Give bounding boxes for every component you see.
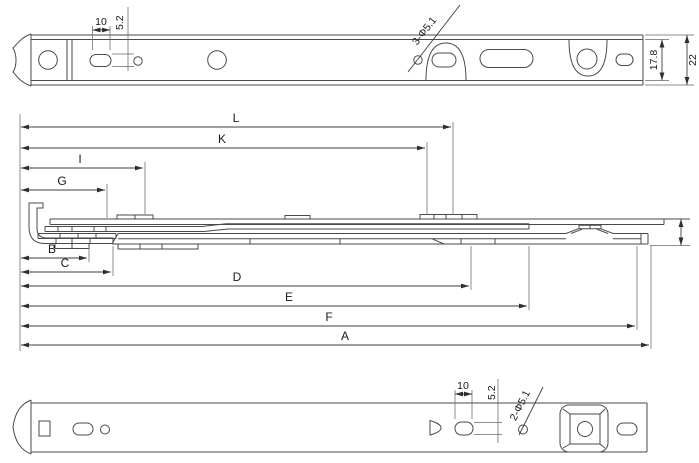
dim-K: K xyxy=(218,132,226,146)
rail-outline xyxy=(31,402,648,453)
bottom-view-rail xyxy=(12,399,648,455)
dim-outer-height: 22 xyxy=(687,54,699,66)
square-washer-plate xyxy=(559,404,609,453)
dim-I: I xyxy=(78,152,81,166)
dim-slot-length: 10 xyxy=(457,380,469,392)
lower-arm-bar xyxy=(111,224,649,245)
mounting-hole xyxy=(38,50,58,70)
dim-A: A xyxy=(341,329,349,343)
stamped-dome xyxy=(425,42,467,81)
washer-chamfers xyxy=(562,408,606,449)
small-hole xyxy=(413,55,423,65)
hole-callout: 2-Φ5.1 xyxy=(508,388,533,422)
small-oval-slot xyxy=(615,53,634,66)
rail-inner-edges xyxy=(31,39,643,81)
top-view-dimensions: 10 5.2 3-Φ5.1 17.8 22 xyxy=(92,4,699,86)
dimension-lines xyxy=(21,124,684,348)
extension-lines xyxy=(92,7,694,86)
dim-C: C xyxy=(61,256,70,270)
top-view-rail xyxy=(12,33,644,87)
small-oval-slot xyxy=(616,422,638,436)
oval-slot xyxy=(72,422,94,436)
d-shaped-hole xyxy=(429,419,442,436)
rail-outline xyxy=(30,34,644,86)
extension-lines xyxy=(19,114,690,351)
oval-slot xyxy=(431,52,457,68)
dim-slot-length: 10 xyxy=(95,16,107,28)
dim-slot-width: 5.2 xyxy=(114,15,126,30)
end-cap xyxy=(12,399,32,455)
washer-hole xyxy=(577,421,593,437)
mounting-hole xyxy=(207,50,227,70)
dim-E: E xyxy=(285,290,293,304)
square-hole xyxy=(38,420,51,437)
dim-B: B xyxy=(48,242,56,256)
hole-callout: 3-Φ5.1 xyxy=(410,15,439,48)
top-strip-tabs xyxy=(116,214,478,219)
dim-D: D xyxy=(233,270,242,284)
adjust-slot xyxy=(89,54,112,67)
side-profile-dimensions: L K I G B C D E F A xyxy=(19,111,690,351)
extension-lines xyxy=(454,379,502,443)
long-slot xyxy=(479,49,534,68)
small-hole xyxy=(133,56,143,66)
bottom-view-dimensions: 10 5.2 2-Φ5.1 xyxy=(454,379,544,443)
dim-F: F xyxy=(325,310,332,324)
seam-lines xyxy=(66,39,73,81)
small-hole xyxy=(100,424,110,435)
corner-bracket xyxy=(28,202,114,244)
middle-slide-strip xyxy=(44,223,530,232)
dim-slot-width: 5.2 xyxy=(486,385,498,400)
dim-G: G xyxy=(57,174,66,188)
end-cap xyxy=(12,33,32,87)
oval-slot xyxy=(454,421,474,436)
dim-L: L xyxy=(233,111,240,125)
dim-inner-height: 17.8 xyxy=(648,50,660,71)
dimension-lines xyxy=(455,386,544,436)
top-track-strip xyxy=(49,218,690,225)
stamped-dome xyxy=(568,39,608,77)
washer-inner-square xyxy=(569,413,601,445)
dimension-lines xyxy=(92,4,690,85)
small-hole xyxy=(518,424,528,435)
mounting-hole xyxy=(576,48,598,70)
side-profile xyxy=(28,202,690,250)
bottom-tab-rows xyxy=(54,243,199,250)
